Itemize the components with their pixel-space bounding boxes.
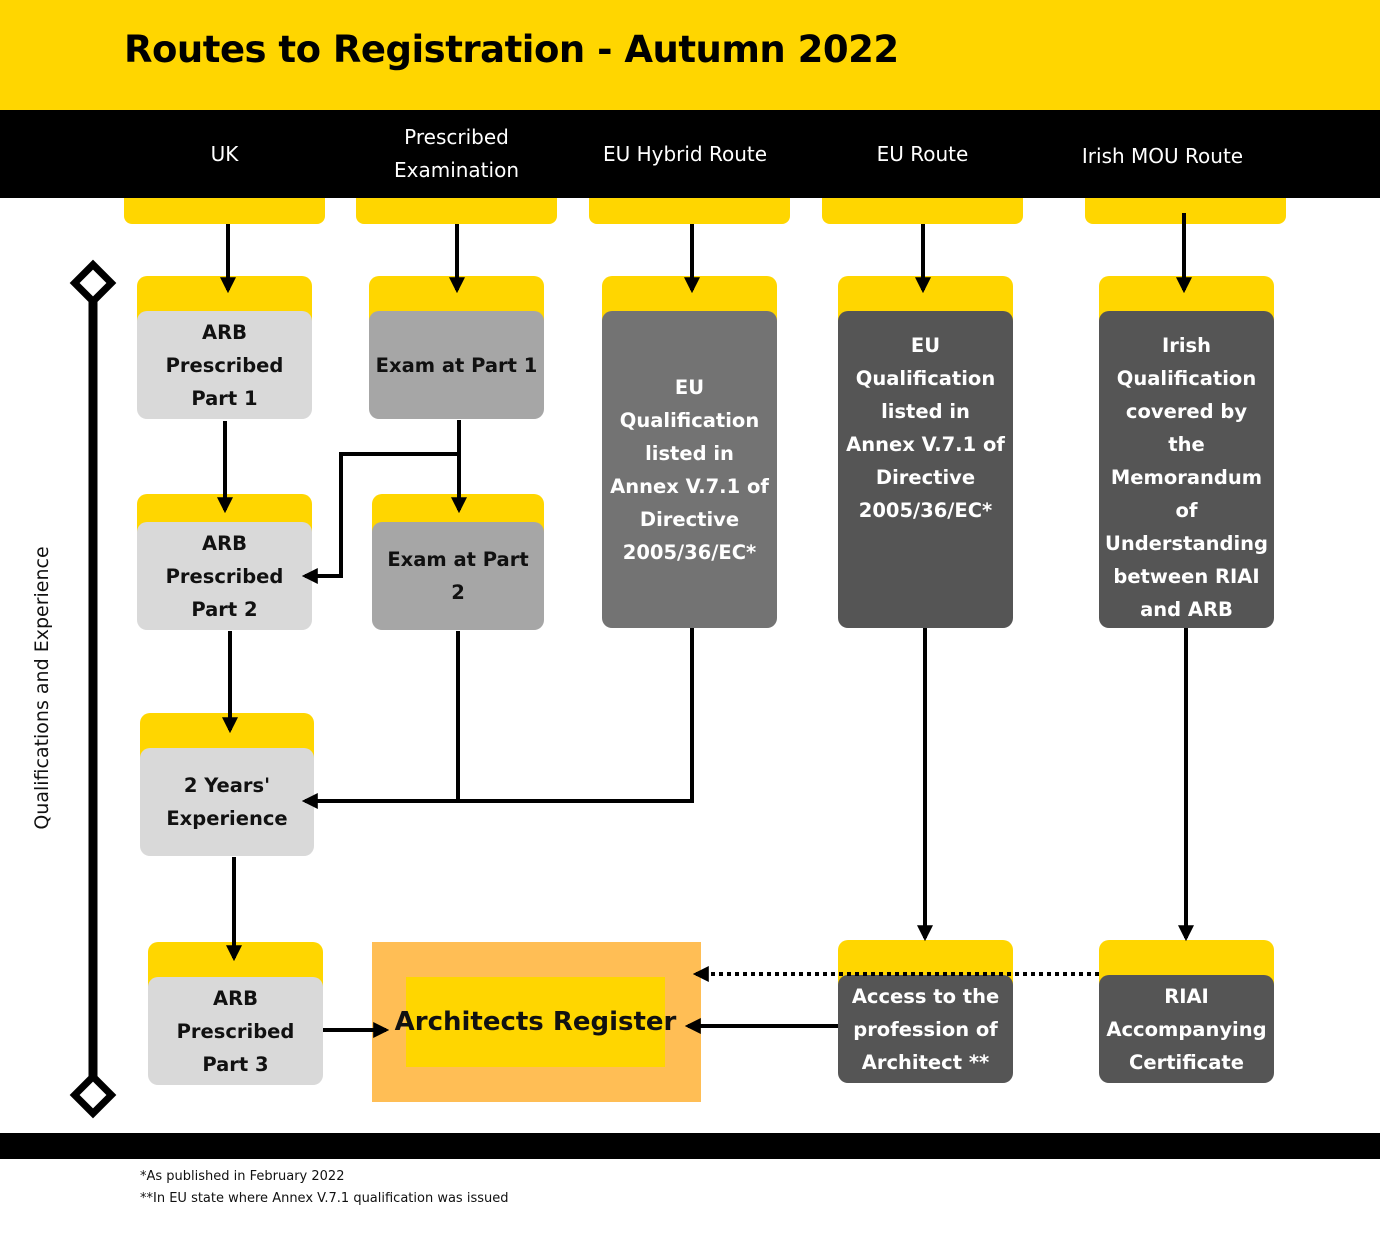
axis-top-diamond	[69, 259, 117, 307]
column-header-eu-route: EU Route	[876, 141, 969, 166]
footnote-2: **In EU state where Annex V.7.1 qualific…	[140, 1191, 509, 1206]
box-riai-accompanying-certificate: RIAI Accompanying Certificate	[1099, 975, 1274, 1083]
box-arb-prescribed-part-2: ARB Prescribed Part 2	[137, 522, 312, 630]
box-eu-hybrid-qualification: EU Qualification listed in Annex V.7.1 o…	[602, 311, 777, 628]
box-arb-prescribed-part-1: ARB Prescribed Part 1	[137, 311, 312, 419]
footer-bar	[0, 1133, 1380, 1159]
column-tab-eu-route	[822, 198, 1023, 224]
box-two-years-experience: 2 Years' Experience	[140, 748, 314, 856]
box-exam-at-part-2: Exam at Part 2	[372, 522, 544, 630]
architects-register: Architects Register	[395, 977, 676, 1067]
box-eu-route-qualification: EU Qualification listed in Annex V.7.1 o…	[838, 311, 1013, 628]
box-access-to-profession: Access to the profession of Architect **	[838, 975, 1013, 1083]
footnote-1: *As published in February 2022	[140, 1169, 345, 1184]
box-irish-qualification: Irish Qualification covered by the Memor…	[1099, 311, 1274, 628]
column-header-eu-hybrid-route: EU Hybrid Route	[602, 141, 768, 166]
arrow-hybrid-to-experience	[301, 628, 694, 809]
column-header-prescribed-examination: Prescribed Examination	[393, 125, 519, 182]
page-title: Routes to Registration - Autumn 2022	[124, 28, 899, 71]
arrow-exam1-to-part2	[301, 452, 459, 584]
column-tab-uk	[124, 198, 325, 224]
column-header-uk: UK	[210, 141, 239, 166]
column-header-bar	[0, 110, 1380, 198]
box-exam-at-part-1: Exam at Part 1	[369, 311, 544, 419]
axis-bottom-diamond	[69, 1071, 117, 1119]
box-arb-prescribed-part-3: ARB Prescribed Part 3	[148, 977, 323, 1085]
column-tab-prescribed-examination	[356, 198, 557, 224]
column-header-irish-mou-route: Irish MOU Route	[1081, 143, 1244, 168]
header-banner	[0, 0, 1380, 110]
column-tab-eu-hybrid-route	[589, 198, 790, 224]
